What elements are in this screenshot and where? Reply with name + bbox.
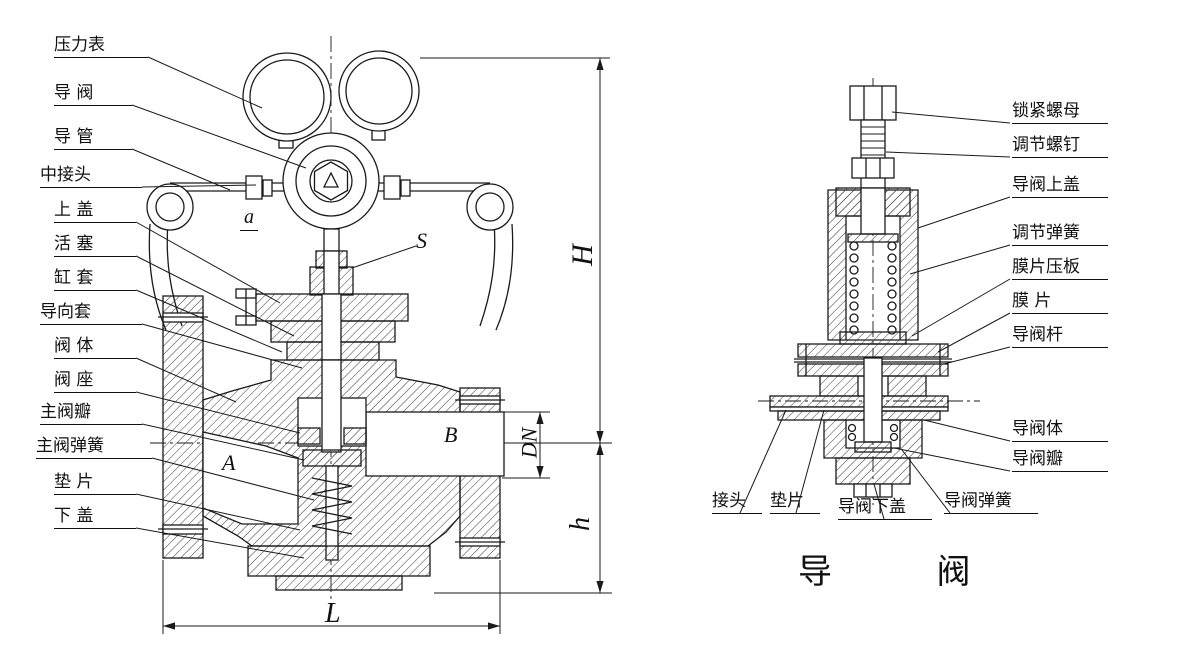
callout-pilot-upper-cover: 导阀上盖 — [1012, 176, 1108, 198]
dim-H: H — [565, 244, 599, 266]
dim-S: S — [416, 228, 427, 253]
callout-lock-nut: 锁紧螺母 — [1012, 102, 1108, 124]
dim-a: a — [240, 206, 258, 231]
bottom-cover — [247, 545, 431, 577]
pilot-disc — [854, 441, 892, 453]
callout-joint: 接头 — [712, 492, 762, 514]
callout-gasket: 垫 片 — [54, 473, 136, 495]
callout-cylinder-sleeve: 缸 套 — [54, 269, 136, 291]
callout-diaphragm: 膜 片 — [1012, 292, 1108, 314]
adjusting-screw-head — [849, 85, 897, 121]
pilot-head — [282, 132, 380, 230]
callout-pilot-stem: 导阀杆 — [1012, 326, 1108, 348]
callout-pressure-gauge: 压力表 — [54, 36, 148, 58]
callout-adjusting-screw: 调节螺钉 — [1012, 136, 1108, 158]
main-spring — [311, 477, 353, 535]
pilot-piping — [146, 175, 514, 331]
callout-pilot-spring: 导阀弹簧 — [944, 492, 1038, 514]
callout-diaphragm-plate: 膜片压板 — [1012, 258, 1108, 280]
pilot-valve-caption: 导 阀 — [798, 552, 973, 592]
leader-lines-left — [131, 56, 417, 559]
pilot-lower-cover — [835, 457, 911, 485]
callout-pilot-valve: 导 阀 — [54, 84, 132, 106]
dim-B: B — [444, 422, 458, 447]
callout-adjusting-spring: 调节弹簧 — [1012, 224, 1108, 246]
callout-pilot-disc: 导阀瓣 — [1012, 450, 1108, 472]
diaphragm-plate — [839, 331, 907, 345]
callout-main-disc: 主阀瓣 — [40, 403, 142, 425]
lock-nut — [851, 157, 895, 179]
dim-h: h — [565, 517, 596, 531]
callout-valve-body: 阀 体 — [54, 337, 136, 359]
upper-cover-assembly — [235, 288, 409, 361]
callout-valve-seat: 阀 座 — [54, 371, 136, 393]
callout-guide-tube: 导 管 — [54, 128, 132, 150]
stem-packing — [309, 228, 354, 296]
pilot-valve-section — [769, 85, 952, 498]
callout-middle-joint: 中接头 — [40, 166, 142, 188]
dim-DN: DN — [516, 427, 542, 459]
main-valve-body — [158, 295, 505, 591]
adjusting-spring — [849, 241, 897, 335]
dim-L: L — [325, 598, 341, 629]
dimension-lines — [162, 57, 612, 634]
leader-lines-right — [739, 111, 1011, 520]
callout-upper-cover: 上 盖 — [54, 201, 136, 223]
callout-guide-sleeve: 导向套 — [40, 303, 142, 325]
callout-piston: 活 塞 — [54, 235, 136, 257]
pilot-stem — [863, 357, 883, 443]
callout-pilot-lower-cover: 导阀下盖 — [838, 498, 932, 520]
dim-A: A — [222, 450, 236, 475]
callout-pilot-gasket: 垫片 — [770, 492, 820, 514]
main-disc — [302, 449, 362, 467]
callout-pilot-body: 导阀体 — [1012, 420, 1108, 442]
joint-flange — [769, 395, 949, 408]
callout-main-spring: 主阀弹簧 — [36, 437, 152, 459]
pressure-gauges — [242, 50, 420, 149]
callout-lower-cover: 下 盖 — [54, 507, 136, 529]
